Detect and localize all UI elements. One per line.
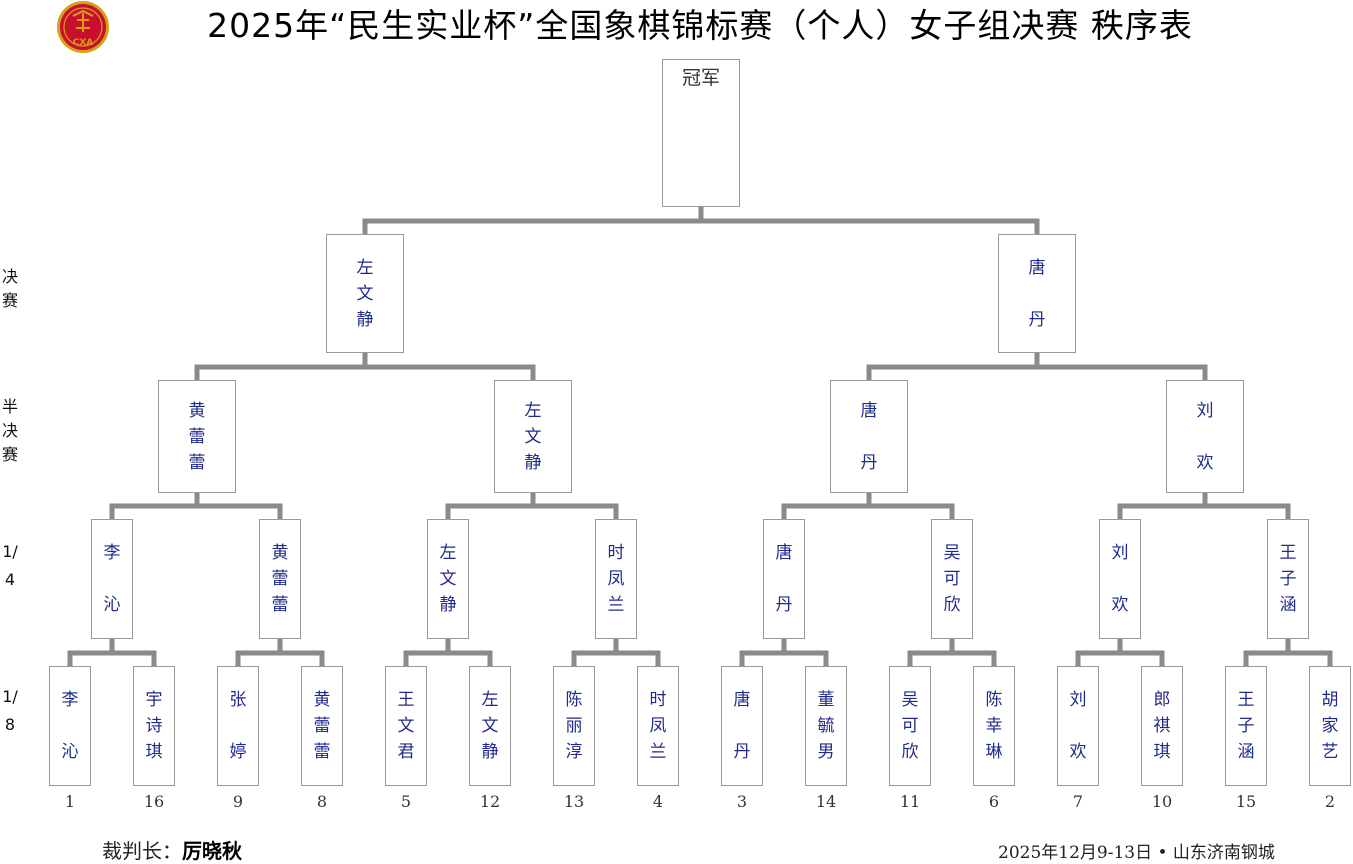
player-name: 吴可欣: [943, 543, 961, 615]
round-label-quarter: 1/4: [2, 542, 18, 589]
quarter-box: 王子涵: [1267, 519, 1309, 639]
r16-box: 郎祺琪: [1141, 666, 1183, 786]
player-name: 吴可欣: [901, 690, 919, 762]
quarter-box: 黄蕾蕾: [259, 519, 301, 639]
r16-box: 王文君: [385, 666, 427, 786]
player-name: 李沁: [103, 543, 121, 615]
player-name: 左文静: [524, 400, 542, 473]
player-name: 时凤兰: [607, 543, 625, 615]
player-name: 刘欢: [1069, 690, 1087, 762]
round-label-r16: 1/8: [2, 687, 18, 734]
r16-box: 胡家艺: [1309, 666, 1351, 786]
r16-box: 陈丽淳: [553, 666, 595, 786]
final-box: 唐丹: [998, 234, 1076, 353]
logo-text: CXA: [73, 38, 94, 48]
seed-number: 2: [1324, 792, 1336, 811]
quarter-box: 李沁: [91, 519, 133, 639]
seed-number: 14: [815, 792, 837, 811]
player-name: 刘欢: [1196, 400, 1214, 473]
player-name: 董毓男: [817, 690, 835, 762]
r16-box: 董毓男: [805, 666, 847, 786]
player-name: 唐丹: [775, 543, 793, 615]
semi-box: 唐丹: [830, 380, 908, 493]
r16-box: 陈幸琳: [973, 666, 1015, 786]
player-name: 王文君: [397, 690, 415, 762]
player-name: 唐丹: [860, 400, 878, 473]
player-name: 唐丹: [1028, 257, 1046, 330]
seed-number: 12: [479, 792, 501, 811]
r16-box: 张婷: [217, 666, 259, 786]
seed-number: 9: [232, 792, 244, 811]
seed-number: 16: [143, 792, 165, 811]
player-name: 左文静: [356, 257, 374, 330]
player-name: 左文静: [481, 690, 499, 762]
player-name: 黄蕾蕾: [313, 690, 331, 762]
player-name: 李沁: [61, 690, 79, 762]
quarter-box: 刘欢: [1099, 519, 1141, 639]
player-name: 宇诗琪: [145, 690, 163, 762]
seed-number: 15: [1235, 792, 1257, 811]
event-date-location: 2025年12月9-13日 • 山东济南钢城: [998, 843, 1275, 863]
referee-name: 厉晓秋: [182, 839, 242, 863]
r16-box: 刘欢: [1057, 666, 1099, 786]
r16-box: 左文静: [469, 666, 511, 786]
seed-number: 10: [1151, 792, 1173, 811]
referee-label: 裁判长：: [102, 839, 182, 863]
seed-number: 11: [899, 792, 921, 811]
player-name: 黄蕾蕾: [188, 400, 206, 473]
quarter-box: 唐丹: [763, 519, 805, 639]
semi-box: 左文静: [494, 380, 572, 493]
seed-number: 8: [316, 792, 328, 811]
r16-box: 唐丹: [721, 666, 763, 786]
r16-box: 李沁: [49, 666, 91, 786]
semi-box: 刘欢: [1166, 380, 1244, 493]
seed-number: 5: [400, 792, 412, 811]
player-name: 郎祺琪: [1153, 690, 1171, 762]
round-label-final: 决赛: [1, 267, 18, 310]
player-name: 唐丹: [733, 690, 751, 762]
semi-box: 黄蕾蕾: [158, 380, 236, 493]
quarter-box: 左文静: [427, 519, 469, 639]
r16-box: 时凤兰: [637, 666, 679, 786]
player-name: 左文静: [439, 543, 457, 615]
r16-box: 吴可欣: [889, 666, 931, 786]
champion-box: 冠军: [662, 59, 740, 207]
seed-number: 4: [652, 792, 664, 811]
champion-label: 冠军: [681, 67, 720, 89]
r16-box: 宇诗琪: [133, 666, 175, 786]
seed-number: 1: [64, 792, 76, 811]
seed-number: 3: [736, 792, 748, 811]
seed-number: 7: [1072, 792, 1084, 811]
player-name: 黄蕾蕾: [271, 543, 289, 615]
round-label-semi: 半决赛: [1, 397, 18, 464]
quarter-box: 时凤兰: [595, 519, 637, 639]
player-name: 张婷: [229, 690, 247, 762]
r16-box: 黄蕾蕾: [301, 666, 343, 786]
seed-number: 6: [988, 792, 1000, 811]
player-name: 陈幸琳: [985, 690, 1003, 762]
player-name: 陈丽淳: [565, 690, 583, 762]
page-title: 2025年“民生实业杯”全国象棋锦标赛（个人）女子组决赛 秩序表: [207, 6, 1193, 45]
player-name: 时凤兰: [649, 690, 667, 762]
chief-referee: 裁判长：厉晓秋: [102, 835, 242, 864]
cxa-logo-icon: CXA: [57, 1, 109, 53]
player-name: 胡家艺: [1321, 690, 1339, 762]
player-name: 王子涵: [1237, 690, 1255, 762]
final-box: 左文静: [326, 234, 404, 353]
player-name: 王子涵: [1279, 543, 1297, 615]
player-name: 刘欢: [1111, 543, 1129, 615]
seed-number: 13: [563, 792, 585, 811]
r16-box: 王子涵: [1225, 666, 1267, 786]
quarter-box: 吴可欣: [931, 519, 973, 639]
